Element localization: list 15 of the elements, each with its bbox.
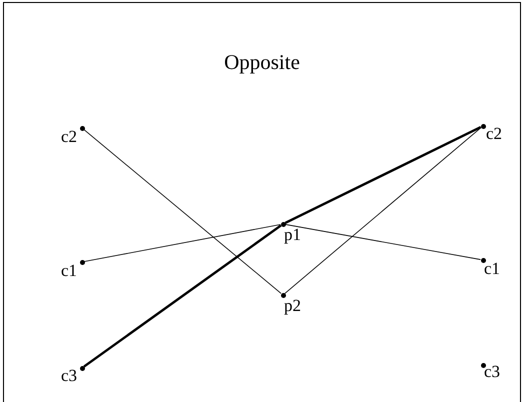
connector-line — [285, 224, 481, 260]
connector-line — [84, 129, 282, 294]
connector-line — [84, 224, 281, 262]
connector-line — [284, 127, 482, 294]
point-label: c1 — [61, 262, 78, 279]
point-label: c1 — [484, 260, 500, 277]
point-label: c3 — [61, 367, 78, 384]
connector-line — [83, 224, 282, 368]
point-label: p1 — [284, 226, 301, 243]
point-label: c3 — [484, 363, 500, 380]
point-label: p2 — [284, 297, 301, 314]
point-label: c2 — [61, 128, 78, 145]
connector-line — [284, 126, 482, 224]
point-label: c2 — [486, 125, 502, 142]
diagram-title: Opposite — [224, 50, 300, 74]
